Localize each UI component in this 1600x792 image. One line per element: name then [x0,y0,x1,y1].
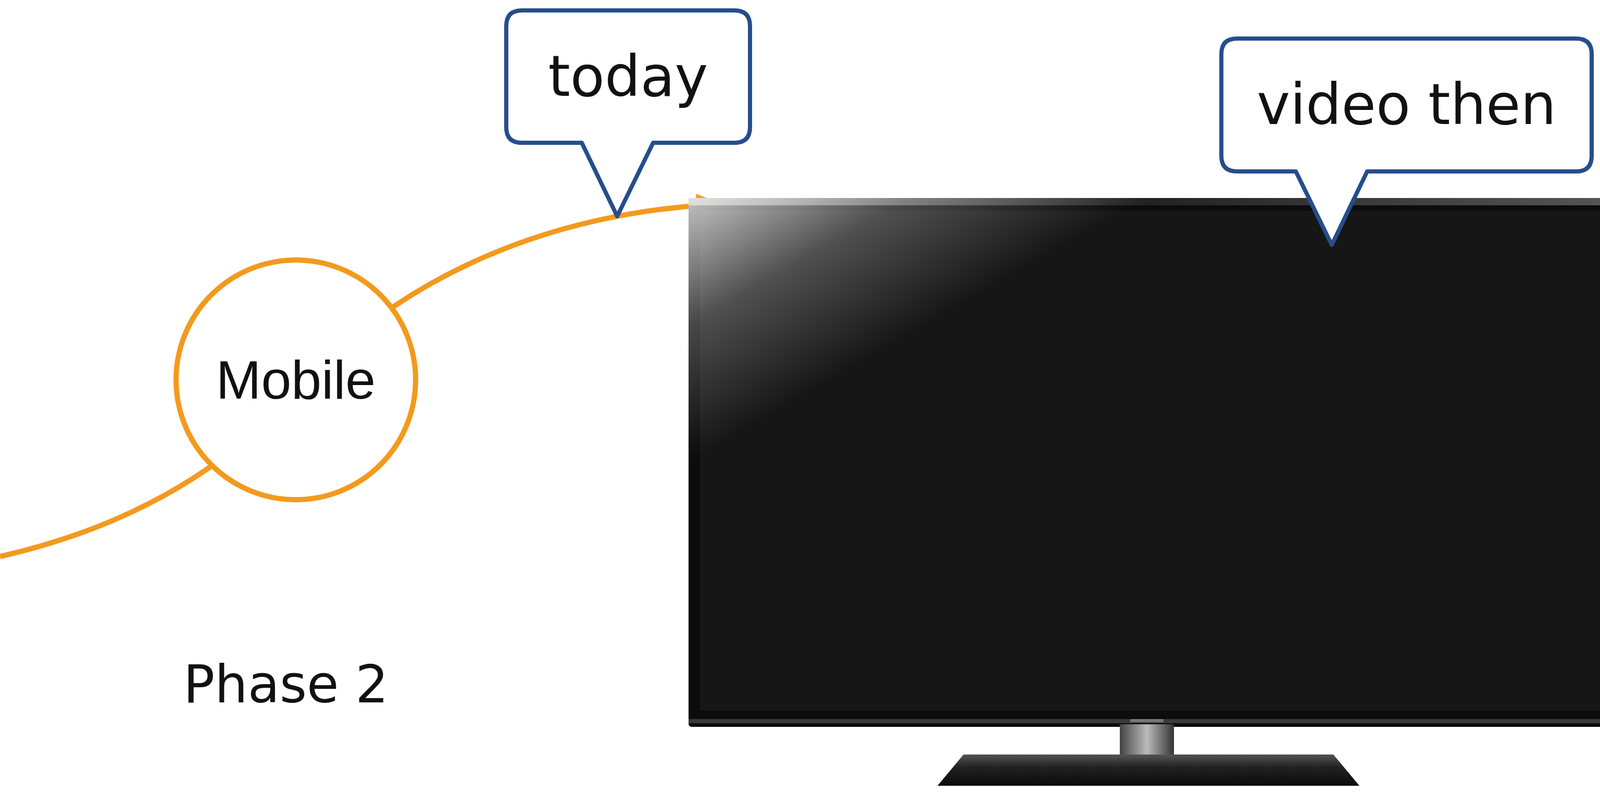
tv-bottom-edge [688,718,1600,723]
callout-shape [1221,38,1592,245]
tv-stand-base [937,754,1360,786]
tv-stand-neck [1119,723,1174,757]
tv-illustration [688,197,1600,786]
callout-text: today [547,45,708,108]
callout-text: video then [1256,73,1557,136]
stage-circle: Mobile [173,257,419,503]
tv-frame [688,197,1600,727]
tv-gloss [688,197,1600,727]
callout-shape [506,10,750,217]
growth-curve [0,205,701,557]
callout-box: video then [1221,38,1592,172]
stage-name: Mobile [216,350,376,410]
phase-label: Phase 2 [183,653,389,715]
tv-logo-mark [1130,718,1164,722]
callout-box: today [506,10,750,143]
